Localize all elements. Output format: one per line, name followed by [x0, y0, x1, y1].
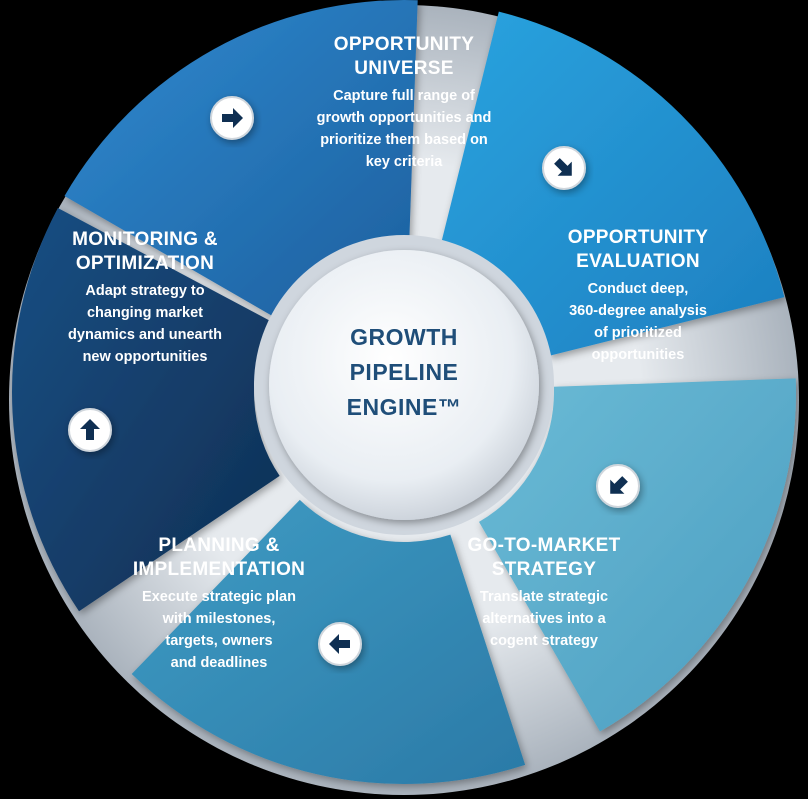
segment-desc-line4: opportunities — [591, 347, 685, 363]
segment-title-line2: UNIVERSE — [354, 58, 454, 79]
segment-desc-line1: Translate strategic — [479, 589, 609, 605]
segment-desc-line2: with milestones, — [162, 611, 276, 627]
segment-desc-line1: Execute strategic plan — [142, 589, 296, 605]
segment-shape-go-to-market — [479, 378, 796, 732]
arrow-down-left-icon — [596, 464, 640, 508]
segment-desc-line3: of prioritized — [594, 325, 682, 341]
segment-title-line1: OPPORTUNITY — [333, 34, 475, 55]
segment-desc-line3: targets, owners — [165, 633, 273, 649]
center-line-3: ENGINE™ — [346, 394, 462, 420]
segment-desc-line1: Capture full range of — [333, 88, 475, 104]
segment-title-line2: OPTIMIZATION — [75, 253, 215, 274]
segment-title-line2: IMPLEMENTATION — [132, 559, 306, 580]
segment-shape-opportunity-evaluation — [440, 11, 785, 356]
segment-opportunity-universe: OPPORTUNITY UNIVERSE Capture full range … — [254, 33, 554, 173]
segment-desc-line4: and deadlines — [170, 655, 268, 671]
segment-desc-line3: prioritize them based on — [320, 132, 488, 148]
segment-desc-line2: growth opportunities and — [316, 110, 492, 126]
segment-desc-line1: Conduct deep, — [587, 281, 689, 297]
arrow-up-icon — [68, 408, 112, 452]
segment-title-line2: EVALUATION — [576, 251, 700, 272]
segment-title-line1: GO-TO-MARKET — [467, 535, 621, 556]
segment-desc-line4: new opportunities — [82, 349, 208, 365]
segment-desc-line1: Adapt strategy to — [85, 283, 205, 299]
segment-shape-monitoring-optimization — [11, 207, 280, 612]
center-title: GROWTH PIPELINE ENGINE™ — [284, 320, 524, 425]
segment-go-to-market-strategy: GO-TO-MARKET STRATEGY Translate strategi… — [424, 534, 664, 652]
segment-desc-line3: dynamics and unearth — [68, 327, 222, 343]
arrow-left-icon — [318, 622, 362, 666]
arrow-down-right-icon — [542, 146, 586, 190]
center-line-1: GROWTH — [350, 324, 458, 350]
segment-opportunity-evaluation: OPPORTUNITY EVALUATION Conduct deep, 360… — [528, 226, 748, 366]
segment-desc-line4: key criteria — [365, 154, 443, 170]
center-line-2: PIPELINE — [349, 359, 459, 385]
segment-monitoring-optimization: MONITORING & OPTIMIZATION Adapt strategy… — [30, 228, 260, 368]
hub-circle — [269, 250, 539, 520]
segment-desc-line2: 360-degree analysis — [569, 303, 707, 319]
segment-shape-opportunity-universe — [64, 0, 418, 317]
segment-desc-line2: alternatives into a — [482, 611, 606, 627]
segment-desc-line2: changing market — [86, 305, 204, 321]
segment-title-line1: PLANNING & — [158, 535, 280, 556]
segment-title-line1: MONITORING & — [72, 229, 218, 250]
segment-planning-implementation: PLANNING & IMPLEMENTATION Execute strate… — [104, 534, 334, 674]
segment-title-line1: OPPORTUNITY — [567, 227, 709, 248]
segment-title-line2: STRATEGY — [491, 559, 597, 580]
arrow-right-icon — [210, 96, 254, 140]
segment-desc-line3: cogent strategy — [490, 633, 598, 649]
